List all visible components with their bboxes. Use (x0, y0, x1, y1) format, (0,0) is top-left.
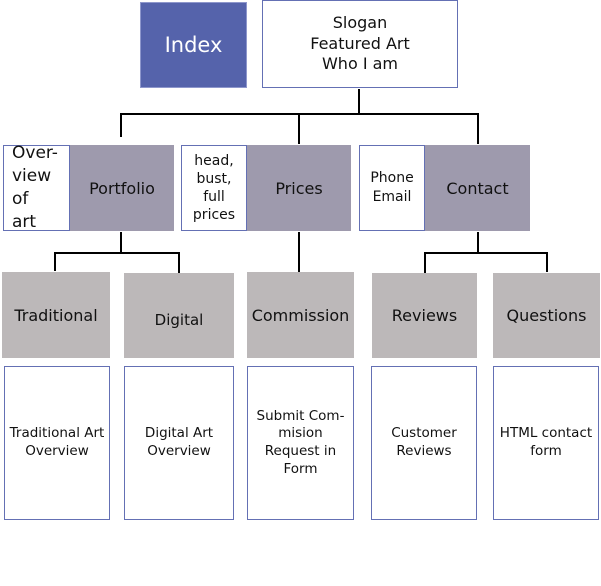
reviews-node: Reviews (372, 273, 477, 358)
digital-node: Digital (124, 273, 234, 358)
prices-label: Prices (275, 178, 323, 198)
commission-node: Commission (247, 272, 354, 358)
commission-content-node: Submit Com- mision Request in Form (247, 366, 354, 520)
contact-note-label: Phone Email (370, 170, 414, 205)
portfolio-note-node: Over- view of art (3, 143, 70, 232)
traditional-content-node: Traditional Art Overview (4, 366, 110, 520)
reviews-content-label: Customer Reviews (391, 425, 457, 459)
traditional-content-label: Traditional Art Overview (9, 425, 105, 459)
prices-note-node: head, bust, full prices (181, 145, 247, 231)
commission-content-label: Submit Com- mision Request in Form (256, 407, 345, 477)
home-content-label: Slogan Featured Art Who I am (310, 12, 410, 74)
reviews-content-node: Customer Reviews (371, 366, 477, 520)
reviews-label: Reviews (391, 306, 458, 325)
prices-node: Prices (247, 145, 351, 231)
portfolio-node: Portfolio (70, 145, 174, 231)
portfolio-note-label: Over- view of art (12, 143, 58, 232)
contact-note-node: Phone Email (359, 145, 425, 231)
home-content-node: Slogan Featured Art Who I am (262, 0, 458, 88)
digital-label: Digital (154, 310, 204, 329)
questions-content-label: HTML contact form (499, 425, 593, 459)
portfolio-label: Portfolio (89, 178, 155, 198)
questions-content-node: HTML contact form (493, 366, 599, 520)
contact-label: Contact (446, 178, 509, 198)
commission-label: Commission (251, 305, 350, 325)
questions-label: Questions (506, 306, 587, 325)
traditional-label: Traditional (14, 305, 98, 325)
digital-content-node: Digital Art Overview (124, 366, 234, 520)
contact-node: Contact (425, 145, 530, 231)
traditional-node: Traditional (2, 272, 110, 358)
prices-note-label: head, bust, full prices (192, 152, 236, 224)
digital-content-label: Digital Art Overview (144, 425, 214, 459)
questions-node: Questions (493, 273, 600, 358)
index-label: Index (164, 33, 223, 57)
index-node: Index (140, 2, 247, 88)
